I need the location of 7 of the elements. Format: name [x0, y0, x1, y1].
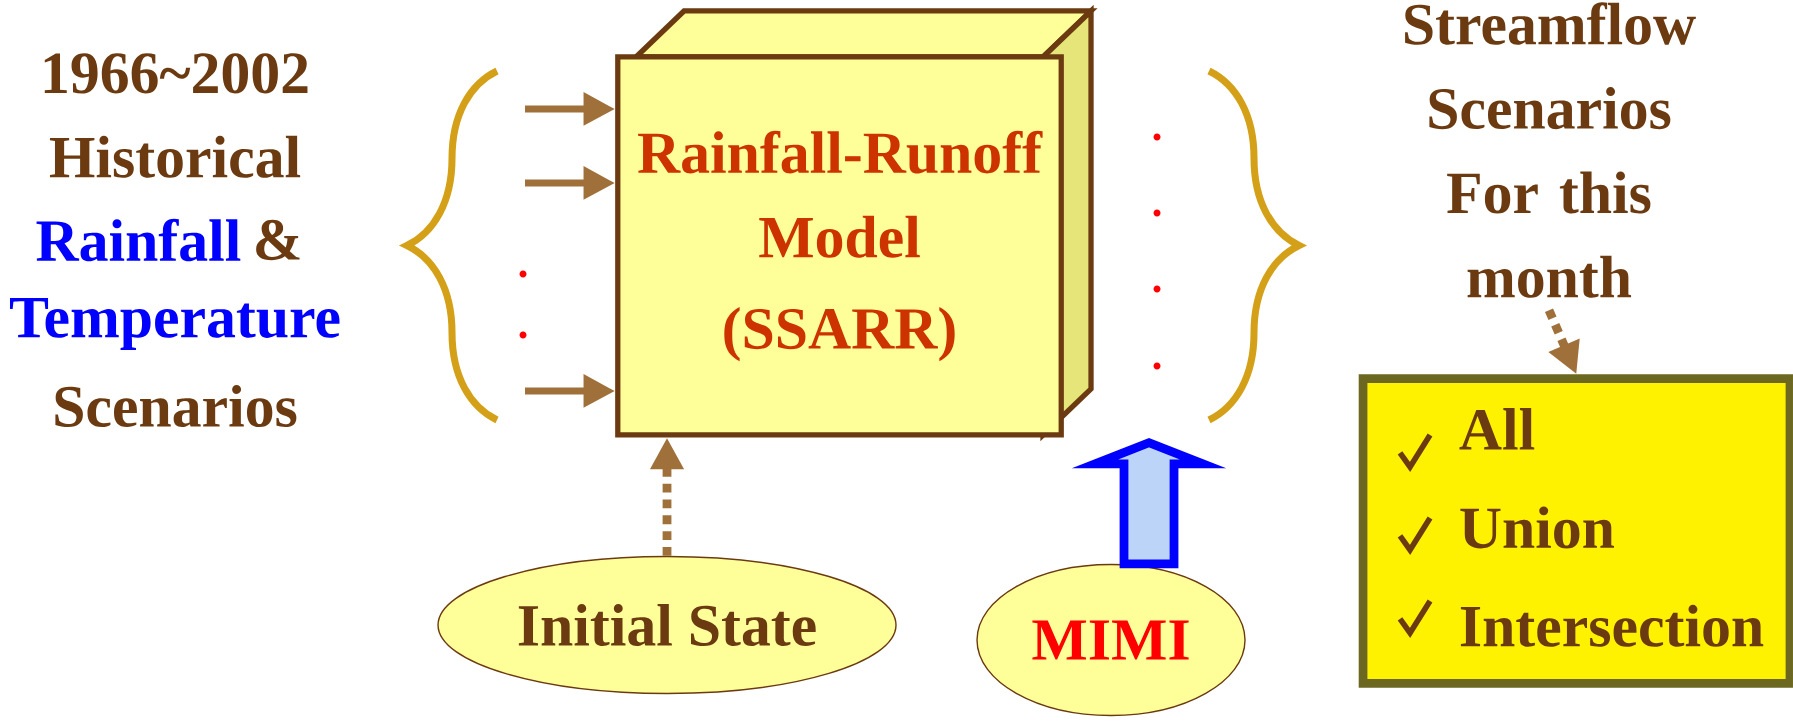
label: 1966~2002 Historical — [44, 53, 308, 178]
label: Scenarios — [55, 384, 297, 428]
checklist-box: All Union Intersection — [1358, 374, 1793, 688]
label: Temperature — [10, 298, 340, 350]
label: Rainfall — [36, 218, 241, 262]
label: & — [256, 219, 300, 261]
text: Streamflow Scenarios For this month — [1405, 2, 1696, 298]
